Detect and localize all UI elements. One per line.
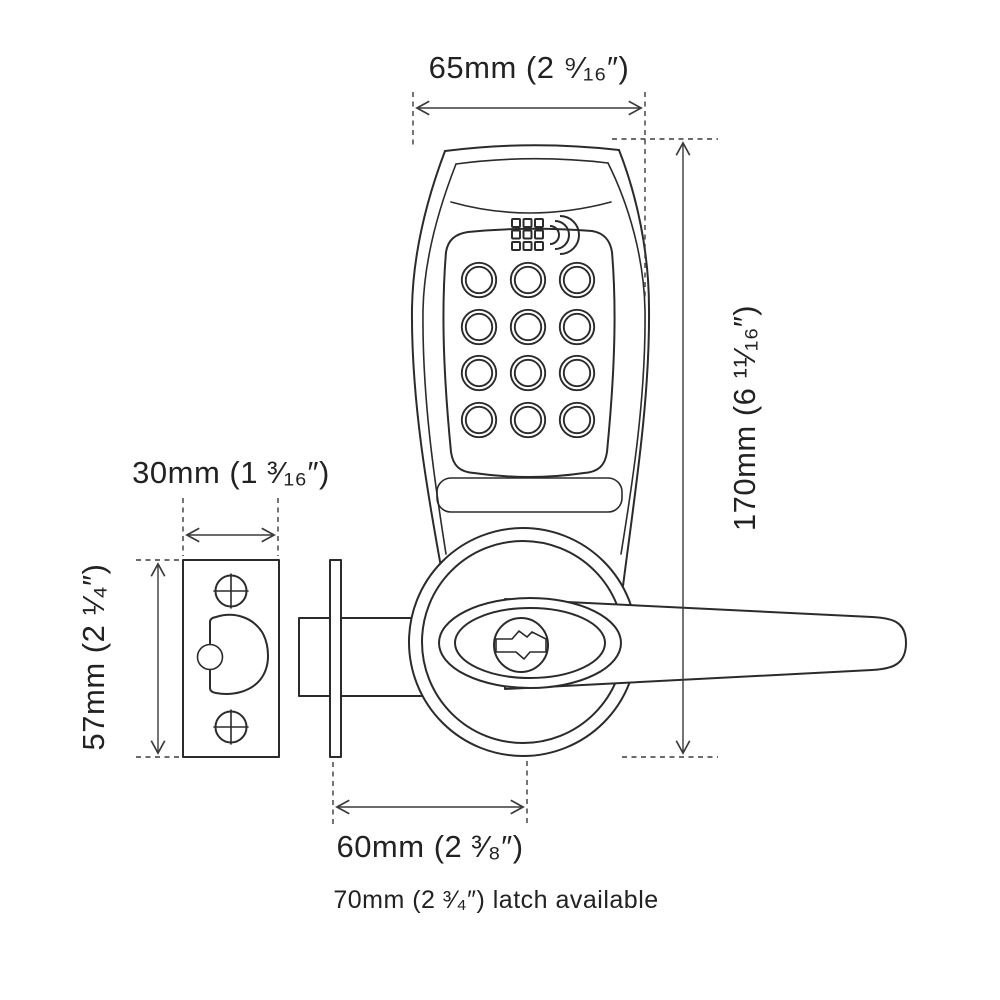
sound-wave-icon [549, 225, 560, 245]
dimension-label-body-height: 170mm (6 ¹¹⁄₁₆″) [727, 305, 762, 531]
screw-bottom [213, 709, 249, 745]
keypad-button [558, 401, 596, 439]
dimension-backset: 60mm (2 ³⁄₈″) [332, 761, 528, 864]
keypad-button [509, 354, 547, 392]
keyhole-icon [495, 630, 547, 660]
speaker-icon [511, 215, 580, 255]
screw-top [213, 573, 249, 609]
body-inner-left [422, 163, 457, 555]
keypad-button [558, 354, 596, 392]
strike-plate [182, 559, 280, 758]
keypad-button [558, 261, 596, 299]
lock-body [410, 144, 651, 587]
key-cylinder [493, 617, 549, 673]
keypad-button [460, 354, 498, 392]
keypad-button [460, 308, 498, 346]
keypad-button [558, 308, 596, 346]
keypad-button [509, 401, 547, 439]
lower-band [436, 477, 623, 513]
body-inner-right [607, 162, 646, 555]
keypad-panel [442, 227, 616, 478]
deadlatch-plunger [196, 643, 224, 671]
dimension-plate-height: 57mm (2 ¹⁄₄″) [76, 559, 181, 758]
latch-bolt [209, 613, 269, 695]
body-top-edge [444, 144, 620, 152]
dimension-plate-width: 30mm (1 ³⁄₁₆″) [132, 455, 330, 556]
keypad-button [460, 261, 498, 299]
top-band-edge [450, 201, 612, 214]
dimension-label-plate-height: 57mm (2 ¹⁄₄″) [76, 564, 111, 751]
dimension-label-backset: 60mm (2 ³⁄₈″) [336, 829, 523, 864]
dimension-body-width: 65mm (2 ⁹⁄₁₆″) [412, 50, 646, 298]
latch-faceplate [329, 559, 342, 758]
body-left-edge [410, 150, 446, 568]
escutcheon-inner [454, 607, 606, 679]
keypad [460, 261, 596, 439]
dimension-label-body-width: 65mm (2 ⁹⁄₁₆″) [429, 50, 630, 85]
dimension-body-height: 170mm (6 ¹¹⁄₁₆″) [612, 138, 762, 758]
keypad-button [509, 308, 547, 346]
keypad-button [460, 401, 498, 439]
latch-availability-note: 70mm (2 ³⁄₄″) latch available [333, 886, 658, 914]
body-inner-top [455, 157, 609, 165]
body-right-edge [618, 149, 651, 587]
dimension-label-plate-width: 30mm (1 ³⁄₁₆″) [132, 455, 330, 490]
keypad-button [509, 261, 547, 299]
